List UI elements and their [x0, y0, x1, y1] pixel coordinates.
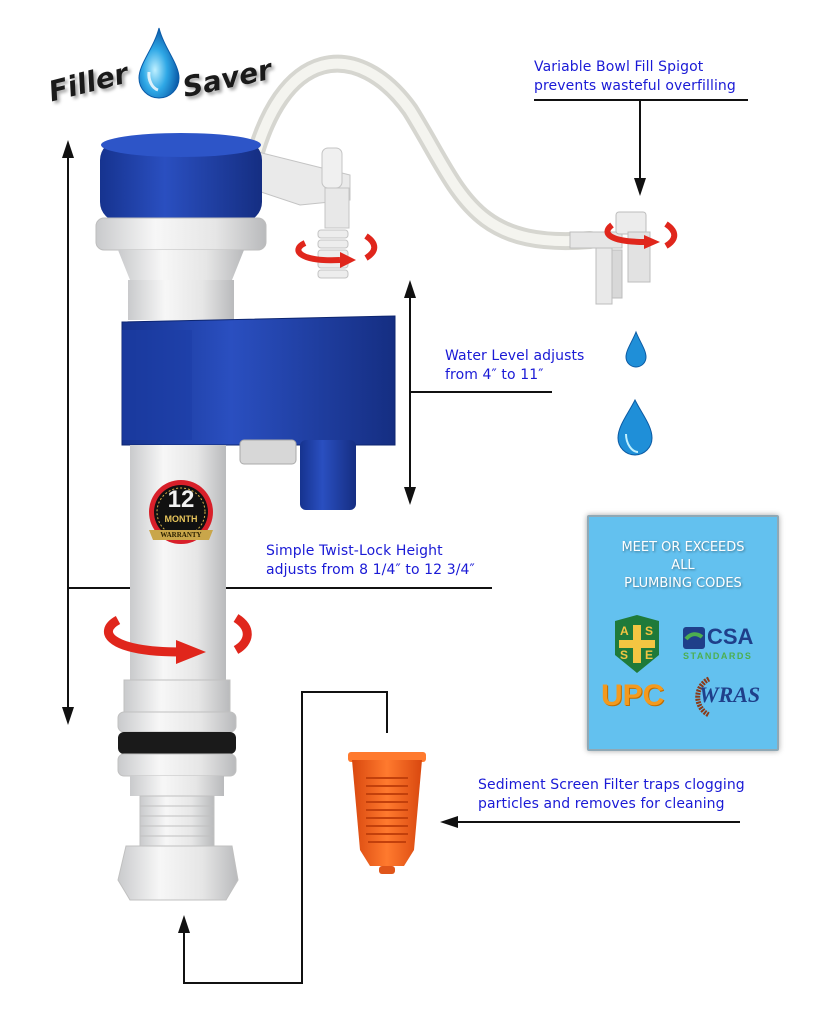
certifications-title: MEET OR EXCEEDS ALL PLUMBING CODES: [589, 539, 777, 593]
asse-letter-e: E: [645, 648, 654, 662]
sediment-filter: [348, 752, 426, 874]
water-drops: [617, 330, 653, 456]
seal-icon: [149, 480, 213, 544]
cert-title-line2: ALL: [671, 558, 695, 573]
rotation-arrow-height: [104, 614, 252, 657]
water-drop-icon: [138, 27, 180, 99]
upc-logo: UPC: [601, 679, 665, 712]
asse-logo: A S S E: [609, 615, 665, 675]
filter-callout: Sediment Screen Filter traps clogging pa…: [478, 776, 745, 814]
asse-letter-s2: S: [620, 648, 629, 662]
wras-name: WRAS: [699, 682, 761, 707]
certifications-panel: MEET OR EXCEEDS ALL PLUMBING CODES A S S…: [587, 515, 779, 751]
warranty-badge: 12 MONTH WARRANTY: [145, 478, 217, 550]
spigot-callout-line1: Variable Bowl Fill Spigot: [534, 59, 704, 75]
cert-title-line3: PLUMBING CODES: [624, 576, 742, 591]
wras-arc-icon: [695, 676, 711, 718]
csa-name: CSA: [707, 624, 754, 649]
csa-sub: STANDARDS: [683, 651, 753, 661]
water-level-callout: Water Level adjusts from 4″ to 11″: [445, 347, 584, 385]
csa-logo: CSA STANDARDS: [681, 625, 767, 669]
water-level-callout-line2: from 4″ to 11″: [445, 367, 544, 383]
height-callout-line2: adjusts from 8 1/4″ to 12 3/4″: [266, 562, 475, 578]
annotation-lines: [67, 99, 748, 984]
csa-mark-icon: [683, 627, 705, 649]
spigot-callout: Variable Bowl Fill Spigot prevents waste…: [534, 58, 736, 96]
warranty-ribbon: WARRANTY: [160, 531, 202, 539]
brand-logo: Filler Saver: [36, 22, 286, 122]
spigot: [569, 211, 651, 305]
warranty-number: 12: [167, 486, 195, 513]
filter-callout-line2: particles and removes for cleaning: [478, 796, 725, 812]
cert-title-line1: MEET OR EXCEEDS: [621, 540, 745, 555]
water-level-callout-line1: Water Level adjusts: [445, 348, 585, 364]
asse-shield-icon: [615, 615, 659, 673]
warranty-unit: MONTH: [164, 514, 198, 524]
asse-letter-a: A: [620, 624, 629, 638]
rotation-arrow-spigot: [604, 221, 678, 249]
wras-logo: WRAS: [683, 675, 769, 719]
height-callout: Simple Twist-Lock Height adjusts from 8 …: [266, 542, 475, 580]
spigot-callout-line2: prevents wasteful overfilling: [534, 78, 736, 94]
rotation-arrow-top: [295, 233, 378, 264]
asse-letter-s1: S: [645, 624, 654, 638]
filter-callout-line1: Sediment Screen Filter traps clogging: [478, 777, 745, 793]
height-callout-line1: Simple Twist-Lock Height: [266, 543, 443, 559]
